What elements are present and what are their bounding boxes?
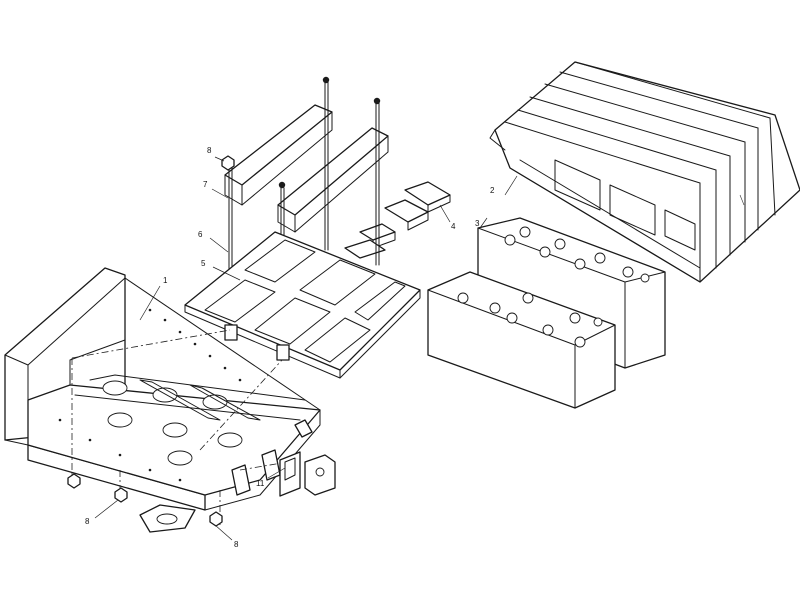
hex-nuts (67, 155, 235, 527)
callout-tray: 5 (201, 259, 206, 268)
callout-bracket: 4 (451, 222, 456, 231)
battery-tray (184, 231, 421, 379)
callout-cover: 2 (490, 186, 495, 195)
callout-batteries: 3 (475, 219, 480, 228)
callout-clamp: 7 (203, 180, 208, 189)
switch-assembly (279, 451, 336, 497)
gasket-plate (139, 504, 196, 533)
leader-lines (94, 156, 518, 541)
battery-frame (4, 267, 321, 511)
clamp-bars (224, 104, 389, 233)
battery-cover (489, 61, 800, 283)
callout-nut-left: 8 (85, 517, 90, 526)
callout-nut-top: 8 (207, 146, 212, 155)
callout-rod: 6 (198, 230, 203, 239)
callout-switch: 11 (256, 479, 265, 488)
battery-front (427, 271, 616, 409)
callout-frame: 1 (163, 276, 168, 285)
hold-down-brackets (344, 181, 451, 259)
callout-labels: 1 2 3 4 5 6 7 8 8 8 11 (85, 146, 495, 549)
battery-rear (477, 217, 666, 369)
callout-nut-bottom: 8 (234, 540, 239, 549)
